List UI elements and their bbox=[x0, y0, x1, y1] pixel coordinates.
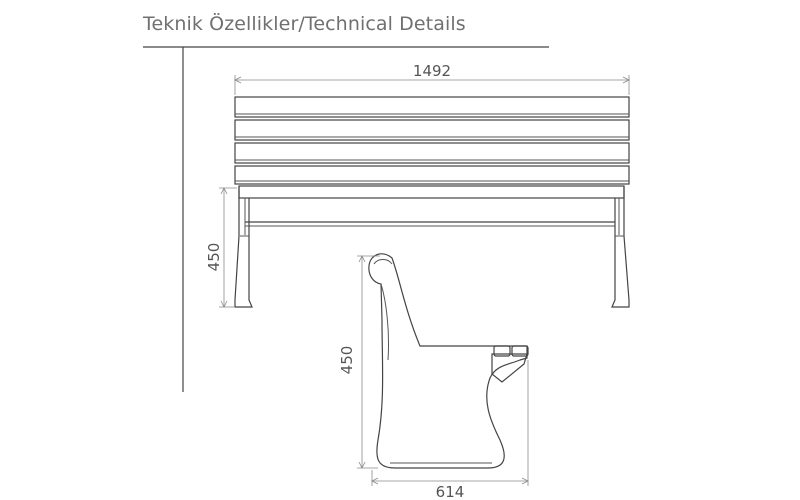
page-title: Teknik Özellikler/Technical Details bbox=[143, 13, 466, 35]
side-depth-label: 614 bbox=[436, 483, 465, 500]
front-view-bench bbox=[234, 96, 630, 308]
front-height-dimension bbox=[219, 187, 237, 308]
backrest-slat bbox=[234, 96, 630, 118]
right-leg bbox=[611, 186, 630, 308]
front-width-label: 1492 bbox=[413, 62, 451, 80]
front-width-dimension bbox=[234, 75, 630, 95]
backrest-slat bbox=[234, 119, 630, 141]
side-view-bench bbox=[368, 253, 529, 469]
side-frame bbox=[368, 253, 528, 469]
left-leg bbox=[234, 186, 253, 308]
backrest-slat bbox=[234, 142, 630, 164]
backrest-slat bbox=[234, 165, 630, 185]
side-height-label: 450 bbox=[338, 346, 356, 375]
seat-slat bbox=[238, 185, 625, 199]
seat-support bbox=[491, 353, 528, 383]
seat-slat-section bbox=[511, 345, 529, 357]
side-depth-dimension bbox=[371, 360, 529, 486]
front-height-label: 450 bbox=[205, 243, 223, 272]
seat-slat-section bbox=[493, 345, 511, 357]
side-height-dimension bbox=[357, 255, 380, 469]
